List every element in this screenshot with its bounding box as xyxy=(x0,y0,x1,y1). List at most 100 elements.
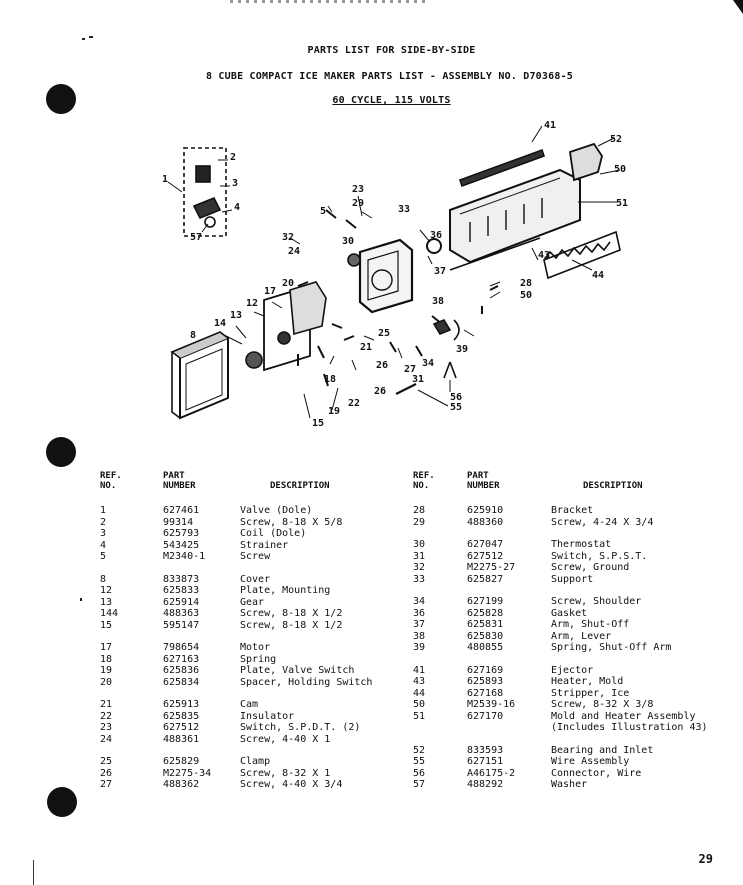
wire-assembly xyxy=(395,383,417,395)
mold-cavities xyxy=(469,198,543,242)
part-number: 480855 xyxy=(467,642,504,653)
page-corner-mark xyxy=(733,0,743,14)
ref-number: 13 xyxy=(100,596,113,608)
left-header-desc: DESCRIPTION xyxy=(270,481,330,491)
title-line-3: 60 CYCLE, 115 VOLTS xyxy=(332,95,451,106)
binder-hole-top xyxy=(46,84,76,114)
callout-number: 21 xyxy=(360,342,372,353)
description: Screw, Ground xyxy=(551,562,630,573)
heater-rod xyxy=(449,237,541,271)
part-number: 625893 xyxy=(467,676,504,687)
callout-number: 17 xyxy=(264,286,276,297)
valve-washer xyxy=(204,216,216,228)
thermostat-part xyxy=(347,253,361,267)
description: Switch, S.P.S.T. xyxy=(551,550,648,562)
part-number: 625793 xyxy=(163,528,200,539)
ref-number: 26 xyxy=(100,767,113,779)
right-header-ref: REF. NO. xyxy=(413,471,435,491)
callout-number: 28 xyxy=(520,278,532,289)
callout-number: 22 xyxy=(348,398,360,409)
title-line-2: 8 CUBE COMPACT ICE MAKER PARTS LIST - AS… xyxy=(205,71,573,82)
ref-number: 8 xyxy=(100,573,107,585)
description: Plate, Valve Switch xyxy=(240,665,355,676)
description: Screw, Shoulder xyxy=(551,596,642,607)
title-line-1: PARTS LIST FOR SIDE-BY-SIDE xyxy=(307,45,476,56)
scan-speck xyxy=(82,38,85,40)
part-number: 798654 xyxy=(163,642,200,653)
header-part-line2: NUMBER xyxy=(163,481,196,491)
header-ref-line1: REF. xyxy=(100,471,122,481)
header-ref-line1: REF. xyxy=(413,471,435,481)
callout-number: 36 xyxy=(430,230,442,241)
ref-number: 17 xyxy=(100,642,113,653)
valve-body xyxy=(192,196,222,220)
part-number: 625831 xyxy=(467,619,504,630)
part-number: 625910 xyxy=(467,505,504,516)
ref-number: 57 xyxy=(413,779,426,790)
part-number: 627461 xyxy=(163,505,200,516)
callout-number: 33 xyxy=(398,204,410,215)
header-ref-line2: NO. xyxy=(413,481,430,491)
callout-number: 55 xyxy=(450,402,462,413)
callout-number: 12 xyxy=(246,298,258,309)
ref-number: 37 xyxy=(413,619,426,630)
callout-number: 4 xyxy=(234,202,240,213)
stripper-part xyxy=(543,230,621,280)
ref-number: 41 xyxy=(413,664,426,676)
callout-number: 50 xyxy=(614,164,626,175)
ejector-part xyxy=(458,148,546,188)
description: Gasket xyxy=(551,607,588,619)
callout-number: 14 xyxy=(214,318,226,329)
callout-number: 26 xyxy=(376,360,388,371)
description: Washer xyxy=(551,779,588,790)
binder-hole-middle xyxy=(46,437,76,467)
mold-rim xyxy=(459,177,561,215)
ref-number: 18 xyxy=(100,653,113,665)
description: Plate, Mounting xyxy=(240,585,331,596)
ref-number: 3 xyxy=(100,528,107,539)
part-number: A46175-2 xyxy=(467,767,516,779)
callout-number: 8 xyxy=(190,330,196,341)
ref-number: 5 xyxy=(100,551,107,562)
description: Bracket xyxy=(551,505,594,516)
callout-number: 26 xyxy=(374,386,386,397)
callout-number: 2 xyxy=(230,152,236,163)
description: Motor xyxy=(240,642,271,653)
right-header-desc: DESCRIPTION xyxy=(583,481,643,491)
callout-number: 1 xyxy=(162,174,168,185)
part-number: M2275-27 xyxy=(467,562,516,573)
scan-speck xyxy=(80,598,82,601)
ref-number: 31 xyxy=(413,550,426,562)
callout-number: 34 xyxy=(422,358,434,369)
description: Screw, 4-40 X 1 xyxy=(240,733,331,745)
ref-number: 30 xyxy=(413,539,426,550)
header-ref-line2: NO. xyxy=(100,481,117,491)
description: Support xyxy=(551,573,594,585)
stripper-teeth xyxy=(543,241,611,261)
callout-number: 5 xyxy=(320,206,326,217)
ref-number: 51 xyxy=(413,710,426,722)
cover-side xyxy=(171,352,181,419)
ref-number: 50 xyxy=(413,699,426,710)
callout-number: 24 xyxy=(288,246,300,257)
page-number: 29 xyxy=(698,852,713,866)
part-number: 625836 xyxy=(163,665,200,676)
support-face xyxy=(367,250,399,301)
scan-specks xyxy=(230,0,430,3)
ref-number: 34 xyxy=(413,596,426,607)
description: Cover xyxy=(240,573,271,585)
description: Screw xyxy=(240,551,271,562)
description: Mold and Heater Assembly xyxy=(551,710,696,722)
ref-number: 36 xyxy=(413,607,426,619)
motor-part xyxy=(289,281,327,336)
callout-number: 18 xyxy=(324,374,336,385)
part-number: 627047 xyxy=(467,539,504,550)
callout-number: 29 xyxy=(352,198,364,209)
ref-number: 27 xyxy=(100,779,113,790)
callout-number: 57 xyxy=(190,232,202,243)
callout-number: 39 xyxy=(456,344,468,355)
exploded-parts-diagram: 1234575232933415250513224303637434428501… xyxy=(162,120,628,429)
left-header-part: PART NUMBER xyxy=(163,471,196,491)
ref-number: 33 xyxy=(413,573,426,585)
part-number: 625828 xyxy=(467,607,504,619)
